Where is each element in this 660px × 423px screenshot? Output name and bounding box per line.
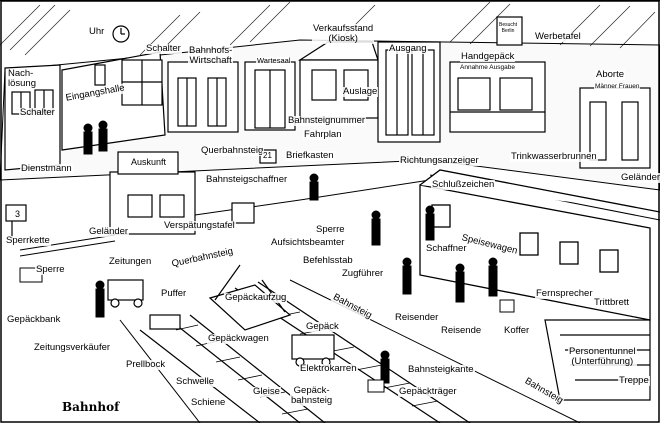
label-zeitungen: Zeitungen: [108, 256, 153, 267]
label-gelaender-right: Geländer: [620, 172, 660, 183]
label-gepaeck: Gepäck: [305, 321, 340, 332]
label-elektrokarren: Elektrokarren: [299, 363, 358, 374]
label-schaffner: Schaffner: [425, 243, 468, 254]
label-gepaecktraeger: Gepäckträger: [398, 386, 458, 397]
label-sign-3: 3: [14, 209, 22, 219]
label-gleise: Gleise: [252, 386, 281, 397]
exit-doors: [377, 41, 441, 143]
label-fahrplan: Fahrplan: [303, 129, 343, 140]
toilets: [579, 87, 651, 169]
label-uhr: Uhr: [88, 26, 106, 37]
label-gepaeckbank: Gepäckbank: [6, 314, 62, 325]
label-aufsichtsbeamter: Aufsichtsbeamter: [270, 237, 346, 248]
label-zeitungsverkaeufer: Zeitungsverkäufer: [33, 342, 112, 353]
label-nachloesung: Nach- lösung: [7, 68, 37, 89]
electric-cart: [291, 334, 335, 367]
label-trinkwasserbrunnen: Trinkwasserbrunnen: [510, 151, 598, 162]
newspaper-cart: [107, 279, 144, 308]
restaurant-building: [167, 61, 239, 133]
clock: [112, 25, 130, 43]
label-zugfuehrer: Zugführer: [341, 268, 385, 279]
label-gepaeckbahnsteig: Gepäck- bahnsteig: [290, 385, 334, 406]
label-querbahnsteig-top: Querbahnsteig: [200, 145, 265, 156]
label-schalter-left: Schalter: [19, 107, 56, 118]
label-verspaetungstafel: Verspätungstafel: [163, 220, 236, 231]
label-handgepaeck: Handgepäck: [460, 51, 516, 62]
luggage-office: [449, 61, 546, 133]
label-sperre-left: Sperre: [35, 264, 66, 275]
label-auslage: Auslage: [342, 86, 379, 97]
kiosk: [297, 41, 379, 119]
label-fernsprecher: Fernsprecher: [535, 288, 594, 299]
label-bahnsteigschaffner: Bahnsteigschaffner: [205, 174, 289, 185]
label-treppe: Treppe: [618, 375, 650, 386]
label-platform-number: 21: [262, 151, 273, 161]
label-dienstmann: Dienstmann: [20, 163, 73, 174]
label-verkaufsstand: Verkaufsstand (Kiosk): [312, 23, 375, 44]
people: [83, 120, 498, 384]
label-trittbrett: Trittbrett: [593, 297, 631, 308]
label-reisender: Reisender: [394, 312, 440, 323]
label-personentunnel: Personentunnel (Unterführung): [568, 346, 637, 367]
label-schalter-top: Schalter: [145, 43, 182, 54]
label-schlusszeichen: Schlußzeichen: [431, 179, 496, 190]
label-gelaender-left: Geländer: [88, 226, 130, 237]
label-ausgang: Ausgang: [388, 43, 428, 54]
label-gepaeckaufzug: Gepäckaufzug: [224, 292, 288, 303]
label-befehlsstab: Befehlsstab: [302, 255, 354, 266]
label-handgepaeck-sub: Annahme Ausgabe: [459, 64, 516, 72]
delay-board: [231, 202, 255, 224]
label-richtungsanzeiger: Richtungsanzeiger: [399, 155, 480, 166]
label-bahnhofswirtschaft: Bahnhofs- Wirtschaft: [188, 45, 234, 66]
label-koffer: Koffer: [503, 325, 531, 336]
label-werbetafel-sign: Besucht Berlin: [498, 22, 519, 34]
label-reisende: Reisende: [440, 325, 483, 336]
label-briefkasten: Briefkasten: [285, 150, 335, 161]
label-sperrkette: Sperrkette: [5, 235, 51, 246]
label-schwelle: Schwelle: [175, 376, 216, 387]
label-gepaeckwagen: Gepäckwagen: [207, 333, 270, 344]
label-auskunft: Auskunft: [130, 157, 168, 167]
label-aborte: Aborte: [595, 69, 625, 80]
waiting-room: [244, 61, 296, 131]
label-werbetafel: Werbetafel: [534, 31, 582, 42]
label-puffer: Puffer: [160, 288, 188, 299]
buffer-stop: [149, 314, 181, 330]
label-aborte-sub: Männer Frauen: [594, 83, 641, 91]
label-sperre-right: Sperre: [315, 224, 346, 235]
label-bahnsteignummer: Bahnsteignummer: [287, 115, 367, 126]
label-bahnsteigkante: Bahnsteigkante: [407, 364, 475, 375]
illustration-title: Bahnhof: [62, 400, 120, 414]
label-wartesaal: Wartesaal: [256, 56, 292, 65]
label-schiene: Schiene: [190, 397, 227, 408]
label-prellbock: Prellbock: [125, 359, 167, 370]
train-dining-car: [419, 169, 660, 321]
